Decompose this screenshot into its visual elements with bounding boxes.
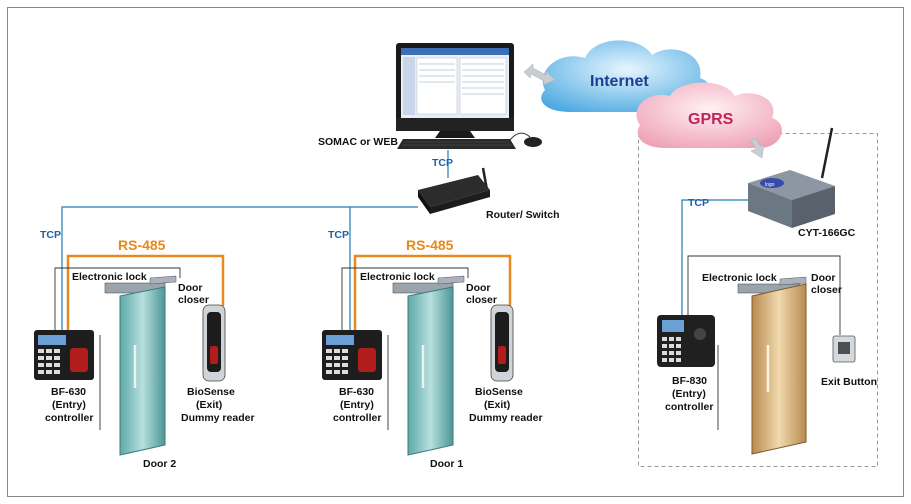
door-2 [119,286,166,456]
biosense-left-line3: Dummy reader [181,412,255,424]
electronic-lock-label-left: Electronic lock [72,271,147,283]
lock-wiring [54,255,841,430]
door-closer-label-mid-2: closer [466,294,497,306]
gprs-label: GPRS [688,111,734,128]
bf630-mid-line2: (Entry) [340,399,374,411]
frame [7,7,904,497]
biosense-mid-line2: (Exit) [484,399,510,411]
electronic-lock-label-right: Electronic lock [702,272,777,284]
bf630-mid [322,330,382,380]
exit-button-label: Exit Button [821,376,877,388]
gprs-cloud [636,82,782,148]
door-closer-label-left-1: Door [178,282,203,294]
internet-label: Internet [590,73,649,90]
biosense-left-line2: (Exit) [196,399,222,411]
gprs-module: logo [748,127,835,228]
rs485-label-mid: RS-485 [406,237,454,253]
router [418,167,490,214]
bf630-mid-line1: BF-630 [339,386,374,398]
bf830 [657,315,715,367]
electronic-lock-label-mid: Electronic lock [360,271,435,283]
bf630-left-line1: BF-630 [51,386,86,398]
bf630-left [34,330,94,380]
door2-label: Door 2 [143,458,176,470]
wood-door [751,283,807,455]
exit-button [832,335,856,363]
cyt-label: CYT-166GC [798,227,856,239]
bf630-mid-line3: controller [333,412,381,424]
internet-cloud [541,40,713,112]
gprs-arrow [747,137,765,159]
bf830-line2: (Entry) [672,388,706,400]
biosense-left-line1: BioSense [187,386,235,398]
somac-label: SOMAC or WEB [318,136,398,148]
tcp-label-top: TCP [432,157,453,169]
internet-arrow [523,63,556,86]
tcp-lines [61,150,752,330]
computer [396,43,542,149]
biosense-mid-line1: BioSense [475,386,523,398]
biosense-mid-line3: Dummy reader [469,412,543,424]
tcp-label-mid: TCP [328,229,349,241]
door-closer-right [779,276,807,286]
tcp-label-gprs: TCP [688,197,709,209]
tcp-label-left: TCP [40,229,61,241]
rs485-lines [66,254,512,330]
door-closer-label-right-2: closer [811,284,842,296]
gprs-module-brand: logo [765,182,775,188]
router-label: Router/ Switch [486,209,560,221]
biosense-left [202,304,226,382]
door1-label: Door 1 [430,458,463,470]
door-1 [407,286,454,456]
bf630-left-line2: (Entry) [52,399,86,411]
bf830-line1: BF-830 [672,375,707,387]
door-closer-label-right-1: Door [811,272,836,284]
door-closer-label-mid-1: Door [466,282,491,294]
door-closer-mid [437,275,465,285]
bf630-left-line3: controller [45,412,93,424]
rs485-label-left: RS-485 [118,237,166,253]
door-closer-left [149,275,177,285]
bf830-line3: controller [665,401,713,413]
door-closer-label-left-2: closer [178,294,209,306]
biosense-mid [490,304,514,382]
